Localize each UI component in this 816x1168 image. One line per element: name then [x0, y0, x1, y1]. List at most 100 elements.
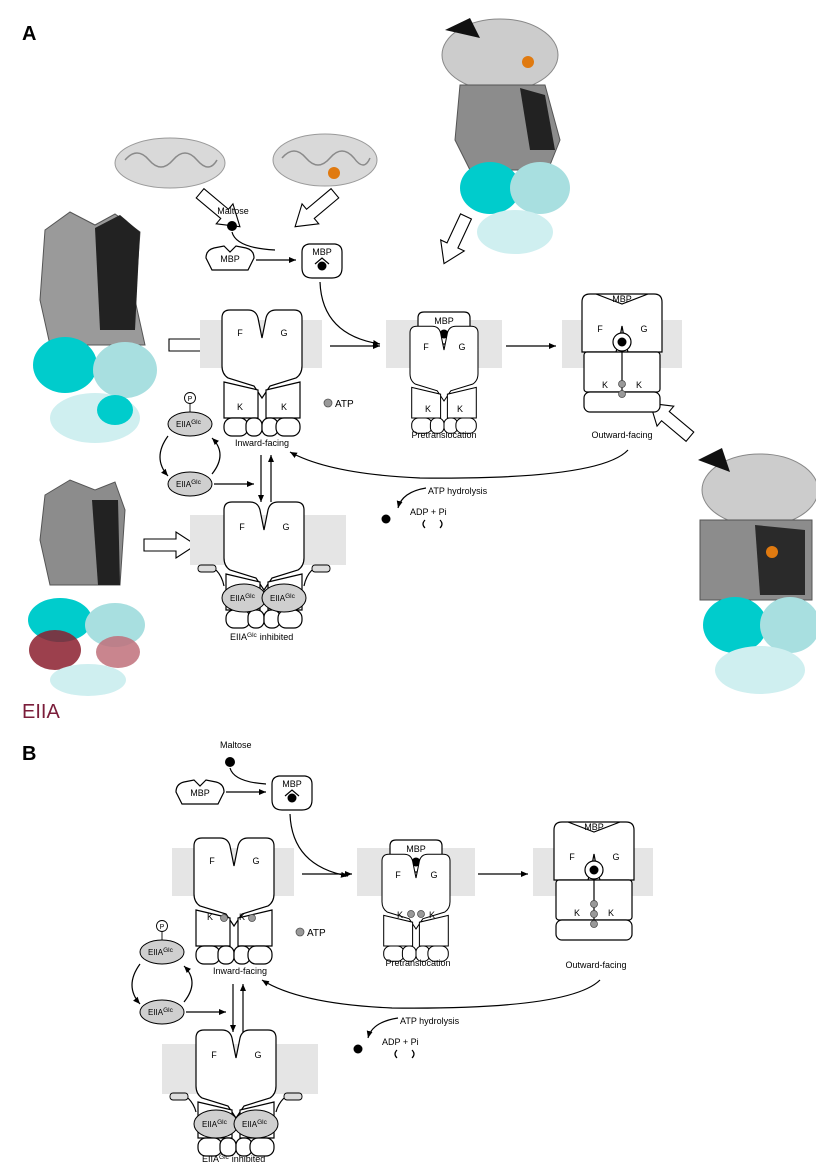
adp-glyph [423, 520, 425, 528]
nbd-k-left-label: K [425, 404, 431, 414]
tmd-f-label: F [597, 324, 603, 334]
mbp-closed-label: MBP [312, 247, 332, 257]
eiia-inhibited-structure [28, 480, 145, 696]
maltose-ligand-pretrans [522, 56, 534, 68]
mbp-open-label-b: MBP [190, 788, 210, 798]
eiia-cycle-arrow-left-b [132, 964, 140, 1004]
tmd-f-label: F [237, 328, 243, 338]
hollow-arrow-mbp-maltose [287, 183, 344, 236]
state-pretrans-label-b: Pretranslocation [385, 958, 450, 968]
phosphate-label-b: P [160, 924, 165, 931]
tmd-g-label: G [252, 856, 259, 866]
mbp-closed: MBP [302, 244, 342, 278]
panel-b: B Maltose MBP MBP F G K K Inward-f [22, 740, 653, 1164]
hydrolysis-return-arrow [290, 450, 628, 478]
maltose-release-arrow-b [368, 1018, 398, 1038]
maltose-release-arrow [398, 488, 426, 508]
tmd-g-label: G [280, 328, 287, 338]
tmd-f-label: F [209, 856, 215, 866]
tmd-g-label: G [282, 522, 289, 532]
maltose-ligand-outward [766, 546, 778, 558]
tmd-f-label: F [423, 342, 429, 352]
mbp-closed-label-b: MBP [282, 779, 302, 789]
panel-a-letter: A [22, 23, 36, 45]
hollow-arrow-pretrans [432, 211, 478, 269]
eiia-structure-label: EIIA [22, 701, 60, 723]
tmd-f-label: F [211, 1050, 217, 1060]
mbp-outward-label-b: MBP [584, 822, 604, 832]
panel-b-letter: B [22, 743, 36, 765]
transporter-outward-facing-b: MBP F G K K [554, 822, 634, 940]
pi-glyph-b [412, 1050, 414, 1058]
tmd-g-label: G [640, 324, 647, 334]
eiia-domain-left [29, 630, 81, 670]
mbp-open-b: MBP [176, 780, 224, 804]
eiia-cycle-arrow-right-b [184, 966, 192, 1002]
mbp-closed-b: MBP [272, 776, 312, 810]
maltose-bind-arrow-b [230, 768, 266, 784]
state-inward-label-b: Inward-facing [213, 966, 267, 976]
phosphate-label: P [188, 396, 193, 403]
tmd-g-label: G [612, 852, 619, 862]
nbd-k-left-label: K [207, 912, 213, 922]
tmd-g-label: G [430, 870, 437, 880]
maltose-ligand [328, 167, 340, 179]
inward-facing-structure [33, 212, 157, 443]
mbp-maltose-structure [273, 134, 377, 186]
mbp-to-pretrans-arrow-b [290, 814, 348, 876]
eiia-domain-right [96, 636, 140, 668]
eiia-cycle-arrow-right [212, 438, 220, 474]
hollow-arrow-inhibited [144, 532, 196, 558]
tmd-f-label: F [239, 522, 245, 532]
nbd-k-left-label: K [397, 910, 403, 920]
state-inward-label: Inward-facing [235, 438, 289, 448]
mbp-open-label: MBP [220, 254, 240, 264]
maltose-dot-b [225, 757, 235, 767]
nbd-k-left-label: K [574, 908, 580, 918]
atp-hydrolysis-label: ATP hydrolysis [428, 486, 488, 496]
adp-pi-label: ADP + Pi [410, 507, 447, 517]
mbp-apo-structure [115, 138, 225, 188]
atp-dot-b [296, 928, 304, 936]
atp-label: ATP [335, 399, 354, 410]
state-pretrans-label: Pretranslocation [411, 430, 476, 440]
mbp-docked-label-b: MBP [406, 844, 426, 854]
mbp-open: MBP [206, 246, 254, 270]
panel-a: A [22, 18, 816, 723]
eiia-cycle-arrow-left [160, 436, 168, 476]
transporter-outward-facing: MBP F G K K [582, 294, 662, 412]
state-outward-label-b: Outward-facing [565, 960, 626, 970]
nbd-k-right-label: K [281, 402, 287, 412]
atp-label-b: ATP [307, 928, 326, 939]
nbd-k-right-label: K [239, 912, 245, 922]
hydrolysis-return-arrow-b [262, 980, 600, 1008]
state-outward-label: Outward-facing [591, 430, 652, 440]
maltose-label: Maltose [217, 206, 249, 216]
tmd-g-label: G [254, 1050, 261, 1060]
released-maltose-b [354, 1045, 363, 1054]
released-maltose [382, 515, 391, 524]
outward-facing-structure [698, 448, 816, 694]
mbp-outward-label: MBP [612, 294, 632, 304]
nbd-k-left-label: K [602, 380, 608, 390]
maltose-label-b: Maltose [220, 740, 252, 750]
mbp-docked-label: MBP [434, 316, 454, 326]
atp-hydrolysis-label-b: ATP hydrolysis [400, 1016, 460, 1026]
tmd-g-label: G [458, 342, 465, 352]
transporter-pretranslocation-b: MBP F G K K [382, 840, 450, 961]
adp-glyph-b [395, 1050, 397, 1058]
mbp-to-pretrans-arrow [320, 282, 380, 344]
nbd-k-right-label: K [429, 910, 435, 920]
nbd-k-right-label: K [636, 380, 642, 390]
maltose-dot [227, 221, 237, 231]
nbd-k-right-label: K [608, 908, 614, 918]
nbd-k-left-label: K [237, 402, 243, 412]
pi-glyph [440, 520, 442, 528]
transporter-pretranslocation: MBP F G K K [410, 312, 478, 433]
atp-dot [324, 399, 332, 407]
adp-pi-label-b: ADP + Pi [382, 1037, 419, 1047]
tmd-f-label: F [395, 870, 401, 880]
